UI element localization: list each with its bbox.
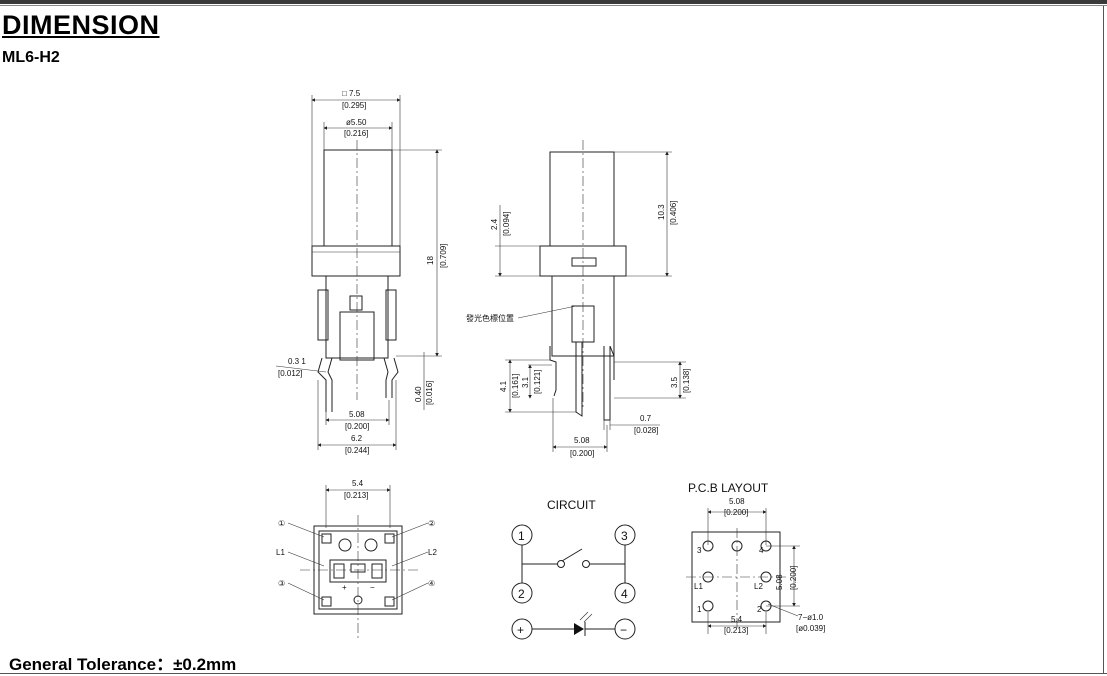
pcb-holes: 7−ø1.0 [798,613,824,622]
pcb-l2: L2 [754,582,763,591]
dim-standoff: 0.40 [414,386,423,402]
dim-bottom-width-in: [0.213] [344,491,368,500]
circuit-node-2: 2 [518,587,525,601]
dim-span: 6.2 [351,434,363,443]
bottom-l2: L2 [428,548,437,557]
dim-step: 2.4 [490,218,499,230]
dim-step-in: [0.094] [502,212,511,236]
pcb-hole-4: 4 [759,546,764,555]
bottom-border [0,673,1107,674]
pcb-pitch-in: [0.200] [724,508,748,517]
circuit-plus: + [517,623,524,637]
circuit-node-1: 1 [518,529,525,543]
dim-cap-height: 10.3 [657,204,666,220]
bottom-minus-mark: − [370,583,375,592]
model-number: ML6-H2 [2,49,60,66]
pcb-pitch-v: 5.08 [775,574,784,590]
pcb-holes-in: [ø0.039] [796,624,825,633]
dim-span-in: [0.244] [345,446,369,455]
top-border-thin [0,5,1107,6]
pcb-width: 5.4 [731,615,743,624]
dim-bottom-width: 5.4 [352,479,364,488]
dim-lead-thick: 0.7 [640,414,652,423]
circuit-node-4: 4 [621,587,628,601]
pcb-hole-2: 2 [757,605,762,614]
dim-lead1: 4.1 [499,380,508,392]
bottom-plus-mark: + [342,583,347,592]
pcb-l1: L1 [694,582,703,591]
bottom-pin-4: ④ [428,579,435,588]
dim-square: □ 7.5 [342,89,361,98]
dim-lead2-in: [0.121] [533,370,542,394]
right-border [1103,6,1104,674]
pcb-pitch-v-in: [0.200] [789,566,798,590]
dim-pitch: 5.08 [349,410,365,419]
pcb-width-in: [0.213] [724,626,748,635]
pcb-pitch: 5.08 [729,497,745,506]
dim-square-in: [0.295] [342,101,366,110]
led-color-note: 發光色標位置 [466,313,514,323]
dim-pitch-in: [0.200] [345,422,369,431]
dim-cap-height-in: [0.406] [669,201,678,225]
dim-lead1-in: [0.161] [511,374,520,398]
front-view: □ 7.5 [0.295] ø5.50 [0.216] 18 [0.709] 0… [275,89,448,455]
dim-lead3-in: [0.138] [682,369,691,393]
dim-height: 18 [426,256,435,265]
dim-cap-dia-in: [0.216] [344,129,368,138]
bottom-pin-1: ① [278,519,285,528]
side-view: 2.4 [0.094] 10.3 [0.406] 發光色標位置 4.1 [0.1… [466,140,691,458]
bottom-pin-3: ③ [278,579,285,588]
dim-height-in: [0.709] [439,244,448,268]
dim-lead-thick-in: [0.028] [634,426,658,435]
pcb-hole-3: 3 [697,546,702,555]
dim-lead-w: 0.3 1 [288,357,306,366]
page-title: DIMENSION [2,10,160,40]
dim-lead-w-in: [0.012] [278,369,302,378]
general-tolerance: General Tolerance：±0.2mm [9,655,237,674]
dim-standoff-in: [0.016] [425,381,434,405]
dim-cap-dia: ø5.50 [346,118,367,127]
bottom-l1: L1 [276,548,285,557]
pcb-layout: P.C.B LAYOUT 5.08 [0.200] 3 4 1 2 L1 L2 … [686,481,825,635]
circuit-diagram: CIRCUIT 1 3 2 4 + − [511,498,636,640]
dim-side-pitch-in: [0.200] [570,449,594,458]
top-border [0,0,1107,4]
circuit-minus: − [620,623,627,637]
circuit-title: CIRCUIT [547,498,596,512]
bottom-view: 5.4 [0.213] + − ① ② ③ ④ L1 L2 [276,479,437,640]
dim-lead2: 3.1 [521,376,530,388]
dim-side-pitch: 5.08 [574,436,590,445]
circuit-node-3: 3 [621,529,628,543]
pcb-hole-1: 1 [697,605,702,614]
pcb-title: P.C.B LAYOUT [688,481,769,495]
dim-lead3: 3.5 [670,376,679,388]
bottom-pin-2: ② [428,519,435,528]
